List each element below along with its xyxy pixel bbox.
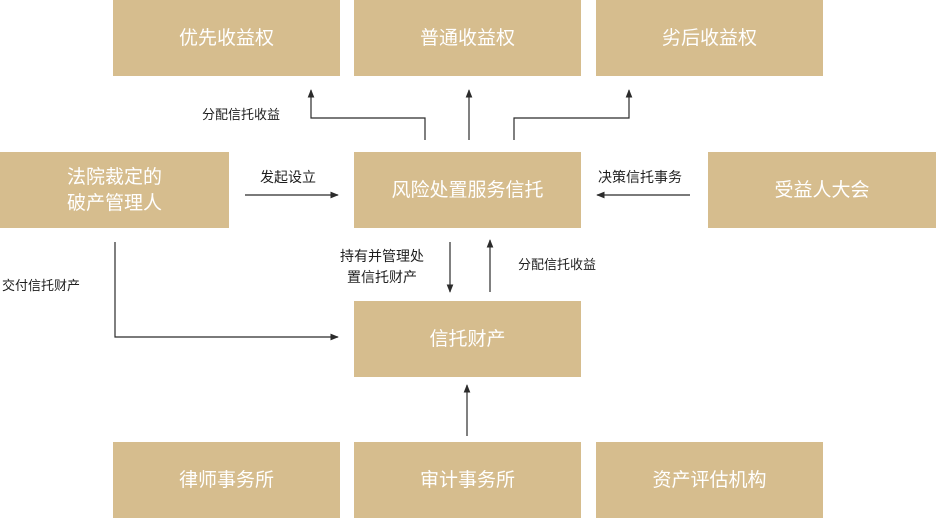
arrow-trust-to-subordinate <box>513 89 633 140</box>
node-trust-property-label: 信托财产 <box>429 328 506 350</box>
edge-label-hold-line2: 置信托财产 <box>347 270 417 286</box>
node-bankruptcy-manager-line2: 破产管理人 <box>66 192 162 214</box>
node-trust-property: 信托财产 <box>354 301 581 377</box>
node-law-firm: 律师事务所 <box>113 442 340 518</box>
node-beneficiaries-meeting: 受益人大会 <box>708 152 936 228</box>
node-risk-disposal-trust-label: 风险处置服务信托 <box>391 179 544 201</box>
node-bankruptcy-manager-line1: 法院裁定的 <box>66 166 162 188</box>
edge-label-hold-line1: 持有并管理处 <box>340 249 424 265</box>
arrow-trust-to-preferred <box>307 89 426 140</box>
node-ordinary-right: 普通收益权 <box>354 0 581 76</box>
node-risk-disposal-trust: 风险处置服务信托 <box>354 152 581 228</box>
node-appraisal-agency-label: 资产评估机构 <box>652 469 767 491</box>
node-law-firm-label: 律师事务所 <box>178 469 274 491</box>
node-subordinate-right: 劣后收益权 <box>596 0 823 76</box>
node-audit-firm: 审计事务所 <box>354 442 581 518</box>
node-ordinary-right-label: 普通收益权 <box>419 27 515 49</box>
node-preferred-right: 优先收益权 <box>113 0 340 76</box>
edge-label-decide: 决策信托事务 <box>598 170 682 186</box>
node-subordinate-right-label: 劣后收益权 <box>661 27 757 49</box>
edge-label-deliver: 交付信托财产 <box>2 279 81 294</box>
edge-label-distribute-mid: 分配信托收益 <box>518 258 597 273</box>
node-audit-firm-label: 审计事务所 <box>419 469 515 491</box>
edge-label-initiate: 发起设立 <box>260 170 316 186</box>
edge-label-distribute-top: 分配信托收益 <box>202 108 281 123</box>
node-preferred-right-label: 优先收益权 <box>178 27 274 49</box>
arrow-manager-to-property <box>114 242 339 341</box>
node-beneficiaries-meeting-label: 受益人大会 <box>774 179 870 201</box>
node-bankruptcy-manager: 法院裁定的 破产管理人 <box>0 152 229 228</box>
node-appraisal-agency: 资产评估机构 <box>596 442 823 518</box>
